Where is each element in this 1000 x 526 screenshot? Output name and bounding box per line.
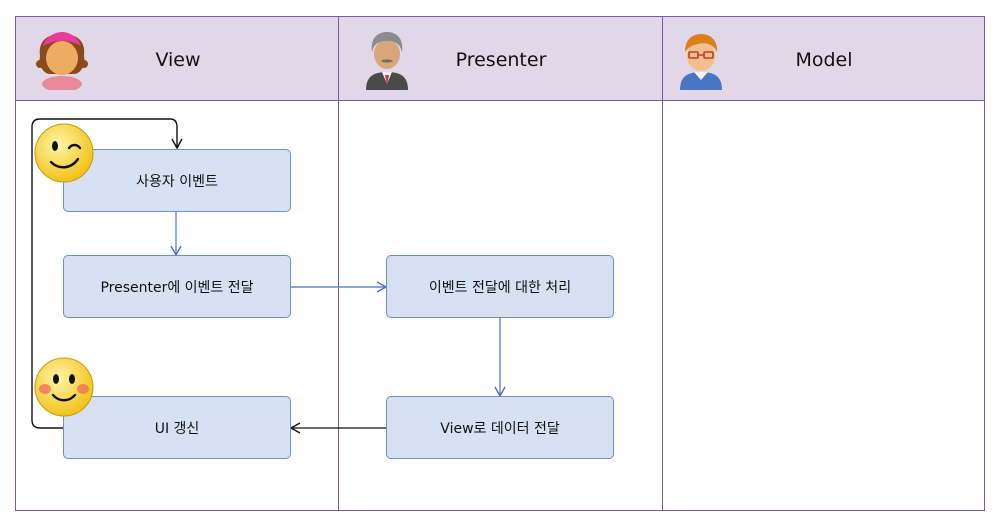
winking-face-icon (33, 122, 95, 188)
node-handle-event: 이벤트 전달에 대한 처리 (386, 255, 614, 318)
lane-divider-view-presenter (338, 16, 339, 511)
lane-title-view: View (155, 49, 201, 71)
lane-divider-presenter-model (662, 16, 663, 511)
lane-title-presenter: Presenter (455, 49, 547, 71)
boy-with-glasses-avatar-icon (676, 30, 726, 94)
node-send-to-view: View로 데이터 전달 (386, 396, 614, 459)
blushing-smile-icon (33, 356, 95, 422)
lane-title-model: Model (795, 49, 853, 71)
node-send-to-presenter: Presenter에 이벤트 전달 (63, 255, 291, 318)
lane-header-band (15, 16, 985, 101)
node-ui-update: UI 갱신 (63, 396, 291, 459)
node-user-event: 사용자 이벤트 (63, 149, 291, 212)
old-man-avatar-icon (362, 28, 412, 94)
girl-avatar-icon (34, 30, 90, 94)
